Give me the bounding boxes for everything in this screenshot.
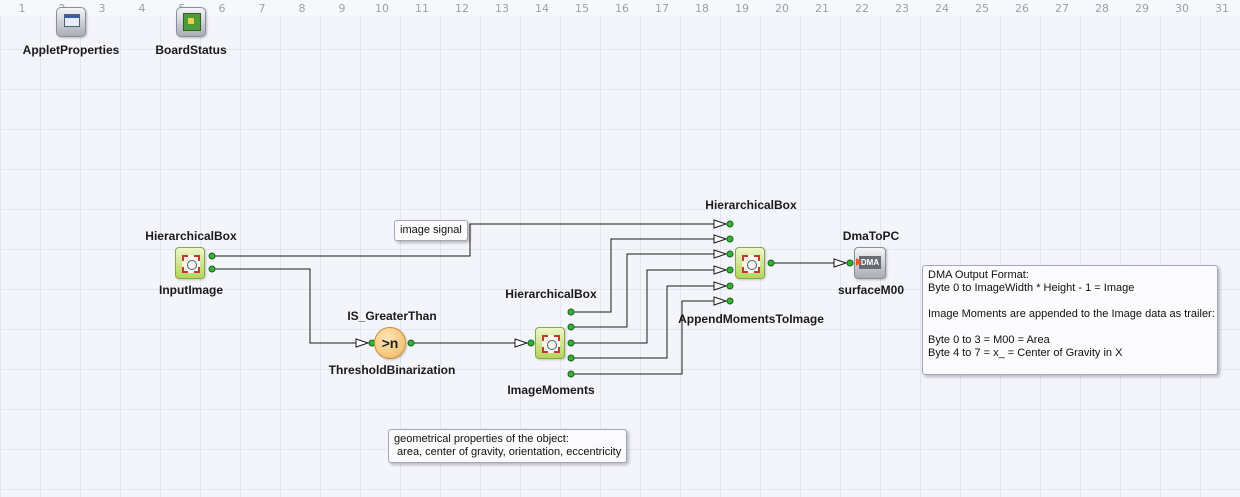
ruler-tick: 6 xyxy=(218,2,226,15)
connection-wire[interactable] xyxy=(571,300,730,375)
input-arrow xyxy=(355,338,370,348)
ruler-tick: 3 xyxy=(98,2,106,15)
dma-icon-label: DMA xyxy=(856,256,881,269)
connection-wire[interactable] xyxy=(571,238,730,313)
column-ruler: 1234567891011121314151617181920212223242… xyxy=(0,0,1240,16)
ruler-tick: 14 xyxy=(535,2,549,15)
board-status-icon[interactable] xyxy=(176,7,206,37)
port-dot[interactable] xyxy=(407,339,415,347)
ruler-tick: 31 xyxy=(1215,2,1229,15)
ruler-tick: 11 xyxy=(415,2,429,15)
connection-wire[interactable] xyxy=(212,223,730,257)
port-dot[interactable] xyxy=(567,370,575,378)
input-arrow xyxy=(713,249,728,259)
hierarchical-box-icon[interactable] xyxy=(535,327,565,359)
input-arrow xyxy=(713,281,728,291)
port-dot[interactable] xyxy=(567,354,575,362)
ruler-tick: 27 xyxy=(1055,2,1069,15)
ruler-tick: 13 xyxy=(495,2,509,15)
input-arrow xyxy=(713,234,728,244)
ruler-tick: 4 xyxy=(138,2,146,15)
ruler-tick: 22 xyxy=(855,2,869,15)
ruler-tick: 30 xyxy=(1175,2,1189,15)
port-dot[interactable] xyxy=(726,235,734,243)
append-moments-type-label: HierarchicalBox xyxy=(705,198,797,212)
ruler-tick: 24 xyxy=(935,2,949,15)
geometry-note[interactable]: geometrical properties of the object: ar… xyxy=(388,429,628,463)
dma-format-note[interactable]: DMA Output Format: Byte 0 to ImageWidth … xyxy=(922,265,1218,375)
applet-properties-label: AppletProperties xyxy=(22,43,120,57)
applet-properties-icon[interactable] xyxy=(56,7,86,37)
connection-wire[interactable] xyxy=(571,253,730,328)
wire-layer xyxy=(212,223,850,375)
dma-icon[interactable]: DMA xyxy=(854,247,886,279)
ruler-tick: 10 xyxy=(375,2,389,15)
input-arrow xyxy=(713,265,728,275)
port-dot[interactable] xyxy=(767,259,775,267)
ruler-tick: 21 xyxy=(815,2,829,15)
connection-wire[interactable] xyxy=(212,268,372,344)
ruler-tick: 8 xyxy=(298,2,306,15)
dma-name-label: surfaceM00 xyxy=(837,283,905,297)
input-arrow xyxy=(833,258,848,268)
input-arrow xyxy=(514,338,529,348)
greater-than-operator-icon[interactable]: >n xyxy=(374,327,406,359)
ruler-tick: 7 xyxy=(258,2,266,15)
hierarchical-box-icon[interactable] xyxy=(175,247,205,279)
input-arrow xyxy=(713,296,728,306)
connection-wire[interactable] xyxy=(571,269,730,344)
connection-wire[interactable] xyxy=(571,285,730,359)
port-dot[interactable] xyxy=(567,323,575,331)
ruler-tick: 18 xyxy=(695,2,709,15)
ruler-tick: 19 xyxy=(735,2,749,15)
input-arrow xyxy=(713,219,728,229)
port-layer xyxy=(208,219,854,378)
image-moments-type-label: HierarchicalBox xyxy=(505,287,597,301)
ruler-tick: 1 xyxy=(18,2,26,15)
dma-type-label: DmaToPC xyxy=(842,229,900,243)
input-image-type-label: HierarchicalBox xyxy=(145,229,237,243)
port-dot[interactable] xyxy=(846,259,854,267)
image-moments-name-label: ImageMoments xyxy=(507,383,595,397)
ruler-tick: 29 xyxy=(1135,2,1149,15)
hierarchical-box-icon[interactable] xyxy=(735,247,765,279)
ruler-tick: 25 xyxy=(975,2,989,15)
ruler-tick: 15 xyxy=(575,2,589,15)
threshold-type-label: IS_GreaterThan xyxy=(347,309,437,323)
ruler-tick: 20 xyxy=(775,2,789,15)
input-image-name-label: InputImage xyxy=(158,283,224,297)
ruler-tick: 28 xyxy=(1095,2,1109,15)
board-status-label: BoardStatus xyxy=(155,43,227,57)
port-dot[interactable] xyxy=(726,282,734,290)
image-signal-note[interactable]: image signal xyxy=(394,220,468,241)
ruler-tick: 23 xyxy=(895,2,909,15)
port-dot[interactable] xyxy=(726,297,734,305)
port-dot[interactable] xyxy=(726,220,734,228)
port-dot[interactable] xyxy=(208,265,216,273)
ruler-tick: 9 xyxy=(338,2,346,15)
ruler-tick: 17 xyxy=(655,2,669,15)
port-dot[interactable] xyxy=(527,339,535,347)
port-dot[interactable] xyxy=(726,266,734,274)
append-moments-name-label: AppendMomentsToImage xyxy=(678,312,824,326)
threshold-name-label: ThresholdBinarization xyxy=(328,363,456,377)
port-dot[interactable] xyxy=(208,252,216,260)
port-dot[interactable] xyxy=(567,308,575,316)
ruler-tick: 26 xyxy=(1015,2,1029,15)
ruler-tick: 12 xyxy=(455,2,469,15)
port-dot[interactable] xyxy=(567,339,575,347)
ruler-tick: 16 xyxy=(615,2,629,15)
port-dot[interactable] xyxy=(726,250,734,258)
